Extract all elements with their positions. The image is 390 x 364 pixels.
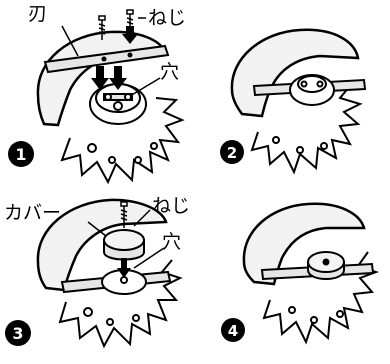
cover-disk-3 [104, 230, 144, 260]
step-badge-2: 2 [220, 140, 244, 164]
screw-label: ねじ [152, 196, 190, 216]
hub-2 [290, 75, 334, 105]
svg-text:1: 1 [15, 145, 26, 164]
cover-disk-4 [308, 252, 344, 279]
panel-4: 4 [221, 204, 376, 342]
step-badge-1: 1 [8, 141, 34, 167]
hole-label: 穴 [160, 62, 179, 82]
panel-2: 2 [220, 30, 365, 172]
step-badge-3: 3 [5, 320, 31, 346]
screw-label: ねじ [148, 8, 186, 28]
svg-text:3: 3 [12, 324, 23, 343]
blade-label: 刃 [28, 4, 47, 24]
cover-label: カバー [4, 203, 61, 223]
svg-text:2: 2 [227, 144, 237, 162]
step-badge-4: 4 [221, 318, 245, 342]
svg-text:4: 4 [228, 322, 238, 340]
panel-1: 1 [8, 10, 182, 182]
hole-label: 穴 [162, 232, 181, 252]
